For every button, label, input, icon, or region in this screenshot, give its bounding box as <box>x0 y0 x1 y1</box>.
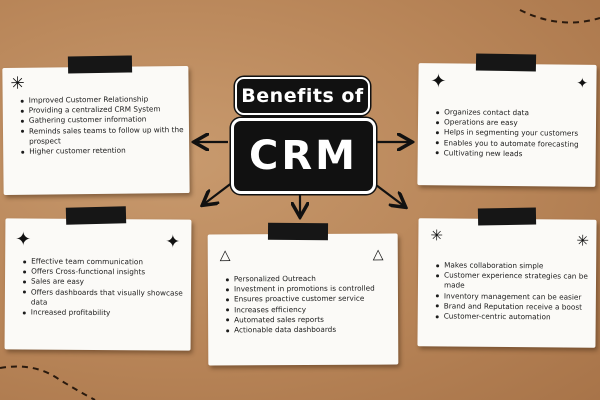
tape-strip <box>65 206 127 225</box>
tape-strip <box>67 55 133 74</box>
list-item: Higher customer retention <box>29 145 197 157</box>
list-item: Customer experience strategies can be ma… <box>444 271 600 293</box>
list-item: Offers dashboards that visually showcase… <box>31 287 195 309</box>
sparkle-icon: ✦ <box>165 231 181 253</box>
tape-strip <box>477 207 537 226</box>
sparkle-icon: ✦ <box>430 70 447 93</box>
triangle-icon: △ <box>372 246 384 263</box>
triangle-icon: △ <box>219 247 231 264</box>
card-top-right: ✦ ✦ Organizes contact data Operations ar… <box>417 63 597 187</box>
title-line2: CRM <box>231 118 376 194</box>
sparkle-icon: ✦ <box>15 228 32 251</box>
list-item: Actionable data dashboards <box>234 324 408 335</box>
arrow-icon <box>371 181 404 206</box>
list-item: Cultivating new leads <box>444 148 600 160</box>
tape-strip <box>475 53 537 72</box>
card-list: Effective team communication Offers Cros… <box>19 256 195 318</box>
card-bottom-left: ✦ ✦ Effective team communication Offers … <box>4 218 195 351</box>
card-list: Makes collaboration simple Customer expe… <box>432 260 600 323</box>
title-block: Benefits of CRM <box>231 77 376 194</box>
card-list: Improved Customer Relationship Providing… <box>17 94 198 157</box>
tape-strip <box>267 222 329 241</box>
list-item: Increased profitability <box>31 308 195 319</box>
asterisk-icon: ✳ <box>10 73 25 94</box>
card-top-left: ✳ Improved Customer Relationship Providi… <box>2 66 190 195</box>
title-line1: Benefits of <box>235 77 370 115</box>
card-list: Personalized Outreach Investment in prom… <box>222 273 408 335</box>
card-list: Organizes contact data Operations are ea… <box>432 107 600 160</box>
arrow-icon <box>204 181 234 204</box>
sparkle-icon: ✦ <box>576 75 589 92</box>
card-bottom-right: ✳ ✳ Makes collaboration simple Customer … <box>417 218 597 348</box>
card-bottom-center: △ △ Personalized Outreach Investment in … <box>207 233 399 366</box>
list-item: Customer-centric automation <box>444 311 600 323</box>
asterisk-icon: ✳ <box>430 226 444 245</box>
list-item: Reminds sales teams to follow up with th… <box>29 125 197 147</box>
asterisk-icon: ✳ <box>576 231 590 250</box>
